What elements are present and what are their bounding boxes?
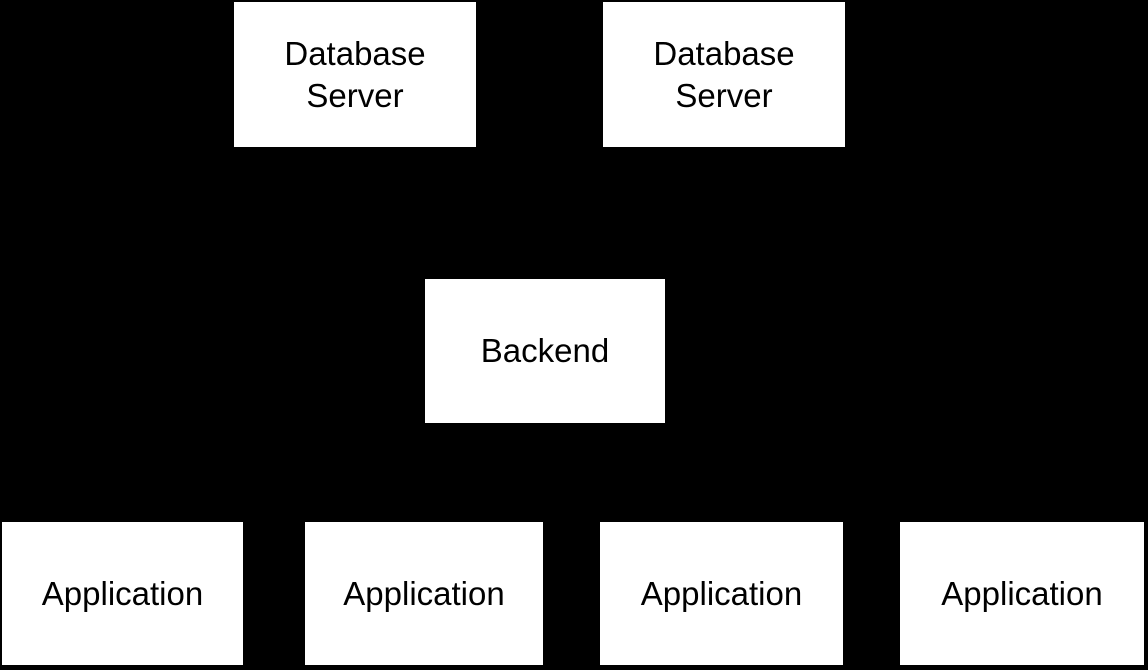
- node-label: Application: [41, 574, 204, 612]
- node-label: Application: [640, 574, 803, 612]
- node-backend: Backend: [425, 279, 665, 423]
- node-label: Database Server: [653, 34, 795, 114]
- node-application-2: Application: [305, 522, 543, 665]
- node-label: Backend: [480, 332, 610, 370]
- node-label: Database Server: [284, 34, 426, 114]
- node-application-1: Application: [2, 522, 243, 665]
- node-label: Application: [343, 574, 505, 612]
- node-label: Application: [941, 574, 1103, 612]
- node-application-4: Application: [900, 522, 1144, 665]
- node-database-server-1: Database Server: [234, 2, 476, 147]
- node-application-3: Application: [600, 522, 843, 665]
- node-database-server-2: Database Server: [603, 2, 845, 147]
